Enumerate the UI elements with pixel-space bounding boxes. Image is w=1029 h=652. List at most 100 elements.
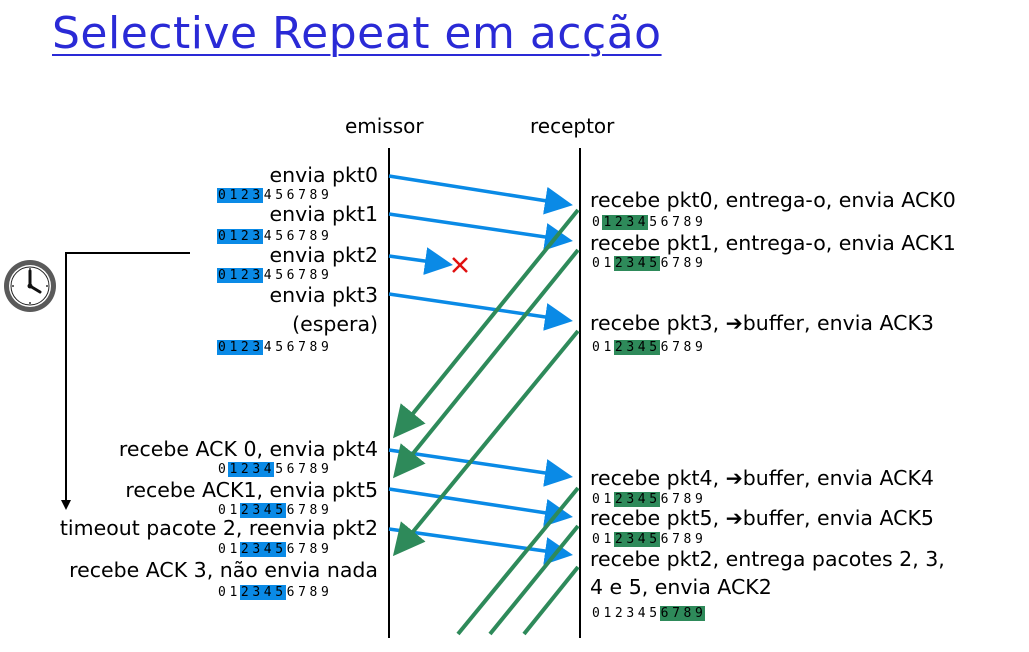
seq-number: 1 [229,585,239,600]
data-arrow-pkt1 [388,212,573,251]
seq-number: 7 [298,229,308,244]
seq-number: 2 [239,188,252,203]
sender-event: envia pkt1 [269,202,378,226]
seq-number: 7 [671,606,683,621]
seq-number: 4 [263,340,274,355]
seq-number: 8 [309,229,319,244]
seq-number: 2 [613,532,626,547]
seq-number: 9 [320,462,331,477]
seq-number: 9 [693,606,706,621]
ack-arrow-1 [392,248,580,479]
seq-number: 1 [602,215,614,230]
seq-number: 5 [274,542,286,557]
seq-number: 7 [298,462,308,477]
seq-number: 3 [251,503,263,518]
seq-number: 9 [694,340,705,355]
seq-number: 5 [275,462,285,477]
seq-number: 6 [286,340,297,355]
seq-number: 0 [592,340,602,355]
receiver-event: recebe pkt5, ➔buffer, envia ACK5 [590,506,934,530]
seq-number: 6 [660,215,671,230]
seq-number: 2 [613,492,626,507]
seq-number: 6 [286,462,297,477]
seq-number: 4 [636,215,649,230]
seq-number: 3 [625,340,637,355]
receiver-event: recebe pkt2, entrega pacotes 2, 3, [590,547,945,571]
ack-arrow-4 [456,486,580,636]
seq-number: 1 [228,229,240,244]
seq-number: 1 [228,462,240,477]
seq-number: 1 [603,606,613,621]
sender-event: envia pkt0 [269,163,378,187]
seq-number: 4 [636,492,649,507]
seq-number: 8 [309,462,319,477]
seq-number: 5 [274,585,286,600]
seq-number: 3 [251,268,263,283]
seq-number: 3 [251,542,263,557]
seq-number: 0 [217,229,229,244]
data-arrow-pkt5 [388,487,573,527]
seq-number: 1 [603,256,613,271]
seq-number: 6 [286,188,297,203]
seq-number: 7 [298,188,308,203]
data-arrow-pkt3 [388,292,573,331]
seq-number: 3 [625,492,637,507]
ack-arrow-5 [488,524,580,636]
seq-number: 2 [239,268,252,283]
receiver-event: 4 e 5, envia ACK2 [590,575,772,599]
seq-number: 9 [694,492,705,507]
sender-event: envia pkt2 [269,243,378,267]
seq-number: 0 [592,492,602,507]
ack-arrow-2 [522,565,580,636]
seq-number: 4 [636,256,649,271]
seq-number: 1 [603,340,613,355]
seq-number: 7 [672,532,682,547]
seq-number: 5 [648,340,660,355]
seq-number: 9 [320,268,331,283]
page-title: Selective Repeat em acção [52,8,662,59]
receiver-header: receptor [530,114,615,138]
seq-number: 6 [659,606,672,621]
seq-number: 5 [275,229,285,244]
seq-number: 5 [648,492,660,507]
seq-number: 8 [309,188,319,203]
seq-number: 7 [298,585,308,600]
seq-number: 0 [592,256,602,271]
seq-number: 6 [660,532,671,547]
seq-number: 7 [298,503,308,518]
sender-event: (espera) [292,312,378,336]
seq-number: 4 [637,606,648,621]
seq-number: 8 [309,585,319,600]
seq-number: 2 [239,229,252,244]
seq-number: 0 [218,462,228,477]
seq-number: 8 [683,532,693,547]
seq-number: 3 [251,340,263,355]
seq-number: 5 [649,215,659,230]
seq-number: 4 [262,542,275,557]
seq-number: 8 [309,268,319,283]
seq-number: 8 [683,215,693,230]
sender-event: envia pkt3 [269,283,378,307]
seq-number: 8 [683,492,693,507]
seq-number: 4 [263,188,274,203]
seq-number: 1 [228,268,240,283]
seq-number: 0 [217,268,229,283]
seq-number: 1 [229,503,239,518]
receiver-event: recebe pkt0, entrega-o, envia ACK0 [590,188,956,212]
seq-number: 4 [262,462,275,477]
seq-number: 8 [683,340,693,355]
seq-number: 1 [228,188,240,203]
seq-number: 4 [262,503,275,518]
seq-number: 1 [603,492,613,507]
seq-number: 1 [603,532,613,547]
seq-number: 2 [239,462,252,477]
seq-number: 7 [672,340,682,355]
seq-number: 9 [694,532,705,547]
seq-number: 0 [592,215,602,230]
